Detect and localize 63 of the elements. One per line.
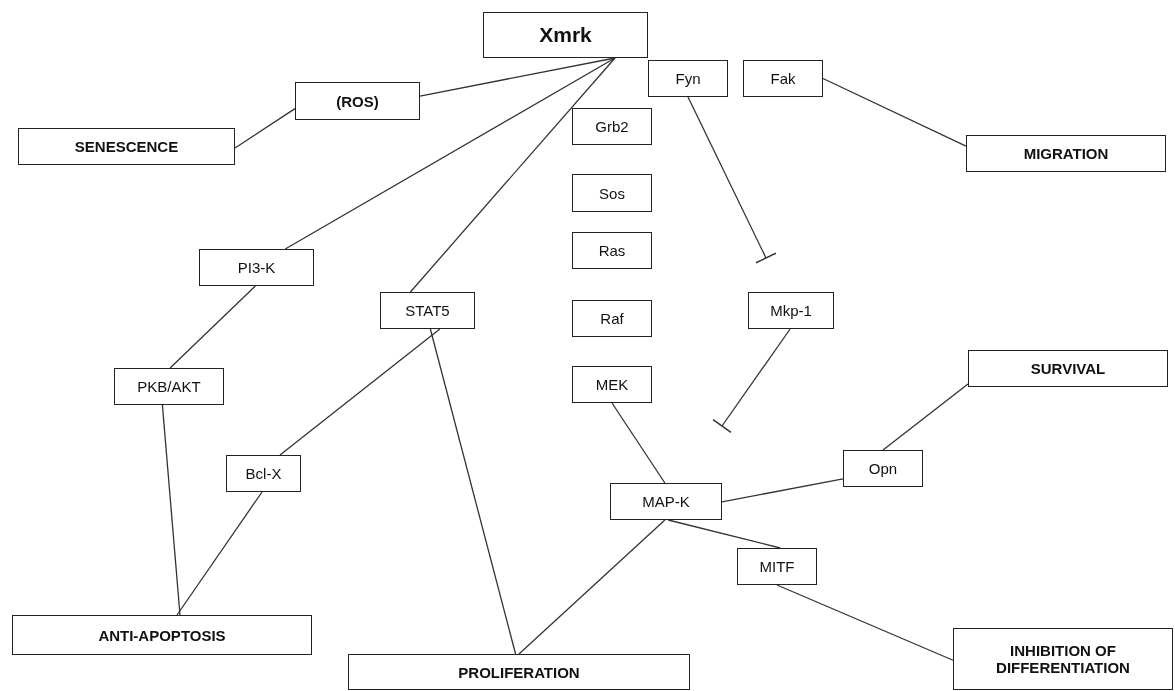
node-label: Xmrk <box>539 23 592 47</box>
inhibition-line <box>687 96 777 264</box>
protein-box <box>572 366 652 403</box>
node-label: Mkp-1 <box>770 302 812 319</box>
protein-box <box>648 60 728 97</box>
node-label: MEK <box>595 376 629 393</box>
connector-line <box>284 57 616 250</box>
outcome-box <box>18 128 235 165</box>
node-label: MITF <box>759 558 795 575</box>
connector-line <box>611 402 666 484</box>
node-label: PKB/AKT <box>137 378 201 395</box>
node-label: SENESCENCE <box>74 138 179 155</box>
connector-line <box>882 383 969 451</box>
connector-line <box>409 57 616 293</box>
inhibition-line <box>712 328 791 434</box>
protein-box <box>199 249 314 286</box>
outcome-box <box>348 654 690 690</box>
node-label: Bcl-X <box>245 465 282 482</box>
node-label: MIGRATION <box>1023 145 1109 162</box>
protein-box <box>572 174 652 212</box>
node-label: ANTI-APOPTOSIS <box>98 626 226 644</box>
node-label: Ras <box>598 242 626 259</box>
connector-line <box>667 519 781 549</box>
connector-line <box>721 478 844 503</box>
connector-line <box>279 328 441 456</box>
node-label: (ROS) <box>336 92 379 110</box>
node-label: Sos <box>599 184 625 202</box>
outcome-box <box>966 135 1166 172</box>
protein-box <box>114 368 224 405</box>
protein-box <box>226 455 301 492</box>
node-label: MAP-K <box>642 493 690 510</box>
node-label: Opn <box>868 460 898 477</box>
node-label: SURVIVAL <box>1030 360 1106 377</box>
protein-box <box>748 292 834 329</box>
outcome-box <box>295 82 420 120</box>
protein-box <box>610 483 722 520</box>
node-label: Raf <box>600 310 624 327</box>
connector-line <box>776 584 954 661</box>
protein-box <box>743 60 823 97</box>
node-label: PROLIFERATION <box>458 663 580 681</box>
node-label: Fyn <box>675 70 701 87</box>
protein-box <box>843 450 923 487</box>
node-label: PI3-K <box>237 259 276 276</box>
node-label: Fak <box>770 70 796 87</box>
connector-line <box>518 519 666 655</box>
outcome-box <box>12 615 312 655</box>
connector-line <box>234 107 296 149</box>
connector-line <box>169 285 256 369</box>
protein-box <box>572 108 652 145</box>
outcome-box <box>953 628 1173 690</box>
node-label: Grb2 <box>595 118 629 135</box>
protein-box <box>572 300 652 337</box>
connector-line <box>822 77 967 147</box>
protein-box <box>737 548 817 585</box>
outcome-box <box>968 350 1168 387</box>
protein-box <box>572 232 652 269</box>
node-label: INHIBITION OF DIFFERENTIATION <box>995 642 1131 676</box>
protein-box <box>380 292 475 329</box>
connector-line <box>429 328 517 655</box>
protein-box <box>483 12 648 58</box>
node-label: STAT5 <box>405 302 450 319</box>
connector-line <box>161 404 181 616</box>
connector-line <box>176 491 263 616</box>
